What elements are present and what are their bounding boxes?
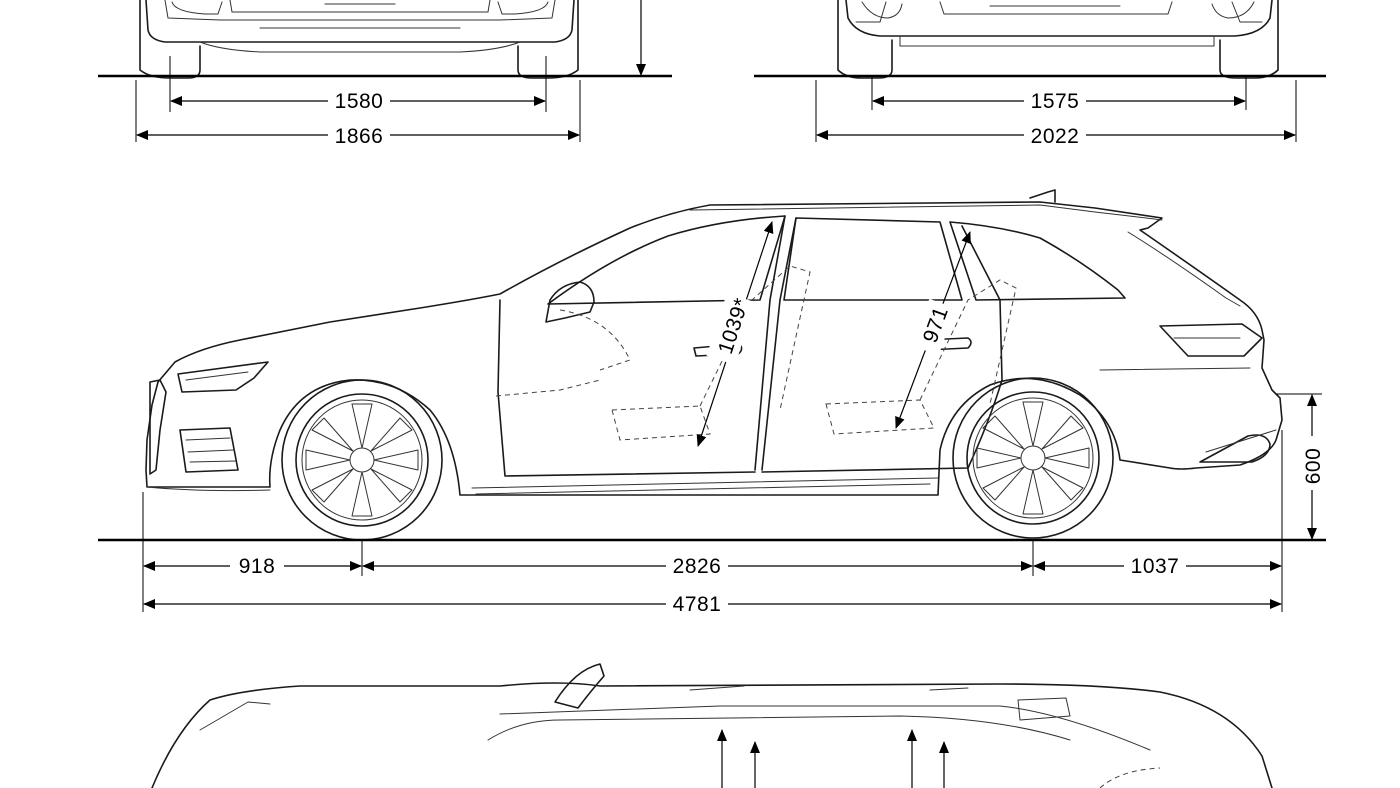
front-width-label: 1866 bbox=[335, 125, 384, 148]
overall-length-label: 4781 bbox=[673, 593, 722, 616]
rear-track-label: 1575 bbox=[1031, 90, 1080, 113]
front-air-intake bbox=[179, 427, 239, 473]
wheelbase-label: 2826 bbox=[673, 555, 722, 578]
side-dimensions: 918 2826 1037 4781 600 1039* 971 bbox=[142, 221, 1326, 617]
body-outline bbox=[145, 201, 1283, 496]
rear-view bbox=[837, 0, 1279, 79]
rear-width-label: 2022 bbox=[1031, 125, 1080, 148]
top-view bbox=[151, 663, 1273, 788]
front-view bbox=[139, 0, 579, 79]
mirror bbox=[545, 281, 595, 323]
rear-door-window bbox=[783, 217, 963, 301]
front-overhang-label: 918 bbox=[239, 555, 276, 578]
tail-light bbox=[1159, 323, 1263, 357]
rear-dimensions: 1575 2022 bbox=[815, 76, 1297, 148]
grille bbox=[149, 379, 167, 475]
rear-overhang-label: 1037 bbox=[1131, 555, 1180, 578]
exhaust bbox=[1199, 434, 1271, 463]
loading-sill-height-label: 600 bbox=[1302, 448, 1325, 485]
front-dimensions: 1580 1866 bbox=[135, 0, 646, 148]
front-window bbox=[547, 215, 786, 305]
rear-wheel bbox=[952, 377, 1114, 539]
front-wheel bbox=[281, 379, 443, 541]
quarter-window bbox=[949, 221, 1126, 301]
front-track-label: 1580 bbox=[335, 90, 384, 113]
headlight bbox=[177, 361, 269, 393]
